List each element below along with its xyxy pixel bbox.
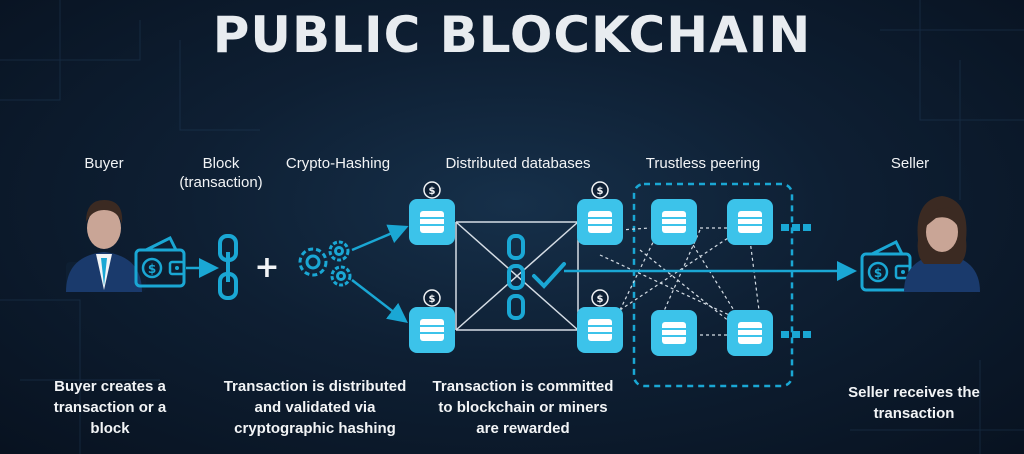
wallet-dollar-sign: $ [148,262,156,276]
block-chain-link-icon [220,236,236,298]
database-icon [662,322,686,344]
dollar-coin-symbol: $ [597,294,604,305]
seller-person-icon [904,196,980,292]
db-node-hash-bottom: $ [409,290,455,353]
seller-wallet-dollar-sign: $ [874,266,882,280]
crypto-gears-icon [300,242,350,285]
dollar-coin-icon: $ [424,290,440,306]
checkmark-icon [534,264,564,286]
label-seller: Seller [870,154,950,173]
db-node-peer-top-right [727,199,773,245]
buyer-person-icon [66,200,146,292]
more-peers-indicator-top [781,224,811,231]
db-node-peer-bottom-right [727,310,773,356]
label-distributed-databases: Distributed databases [425,154,611,173]
dollar-coin-icon: $ [592,182,608,198]
dollar-coin-icon: $ [424,182,440,198]
dollar-coin-icon: $ [592,290,608,306]
dollar-coin-symbol: $ [597,186,604,197]
seller-wallet-icon: $ [862,242,910,290]
label-buyer: Buyer [64,154,144,173]
db-node-commit-top: $ [577,182,623,245]
database-icon [662,211,686,233]
caption-seller-step: Seller receives the transaction [834,382,994,424]
database-icon [588,319,612,341]
arrow-hash-to-bottom-db [352,280,404,320]
label-block: Block (transaction) [166,154,276,192]
caption-commit-step: Transaction is committed to blockchain o… [418,376,628,439]
database-icon [420,319,444,341]
db-node-peer-top-left [651,199,697,245]
label-trustless-peering: Trustless peering [628,154,778,173]
caption-buyer-step: Buyer creates a transaction or a block [40,376,180,439]
arrow-hash-to-top-db [352,228,404,250]
database-icon [588,211,612,233]
database-icon [738,322,762,344]
caption-hashing-step: Transaction is distributed and validated… [210,376,420,439]
plus-sign: + [254,250,279,285]
db-node-peer-bottom-left [651,310,697,356]
db-node-commit-bottom: $ [577,290,623,353]
database-icon [420,211,444,233]
more-peers-indicator-bottom [781,331,811,338]
distributed-network-lines [456,222,578,330]
database-icon [738,211,762,233]
dollar-coin-symbol: $ [429,294,436,305]
db-node-hash-top: $ [409,182,455,245]
label-crypto-hashing: Crypto-Hashing [268,154,408,173]
dollar-coin-symbol: $ [429,186,436,197]
